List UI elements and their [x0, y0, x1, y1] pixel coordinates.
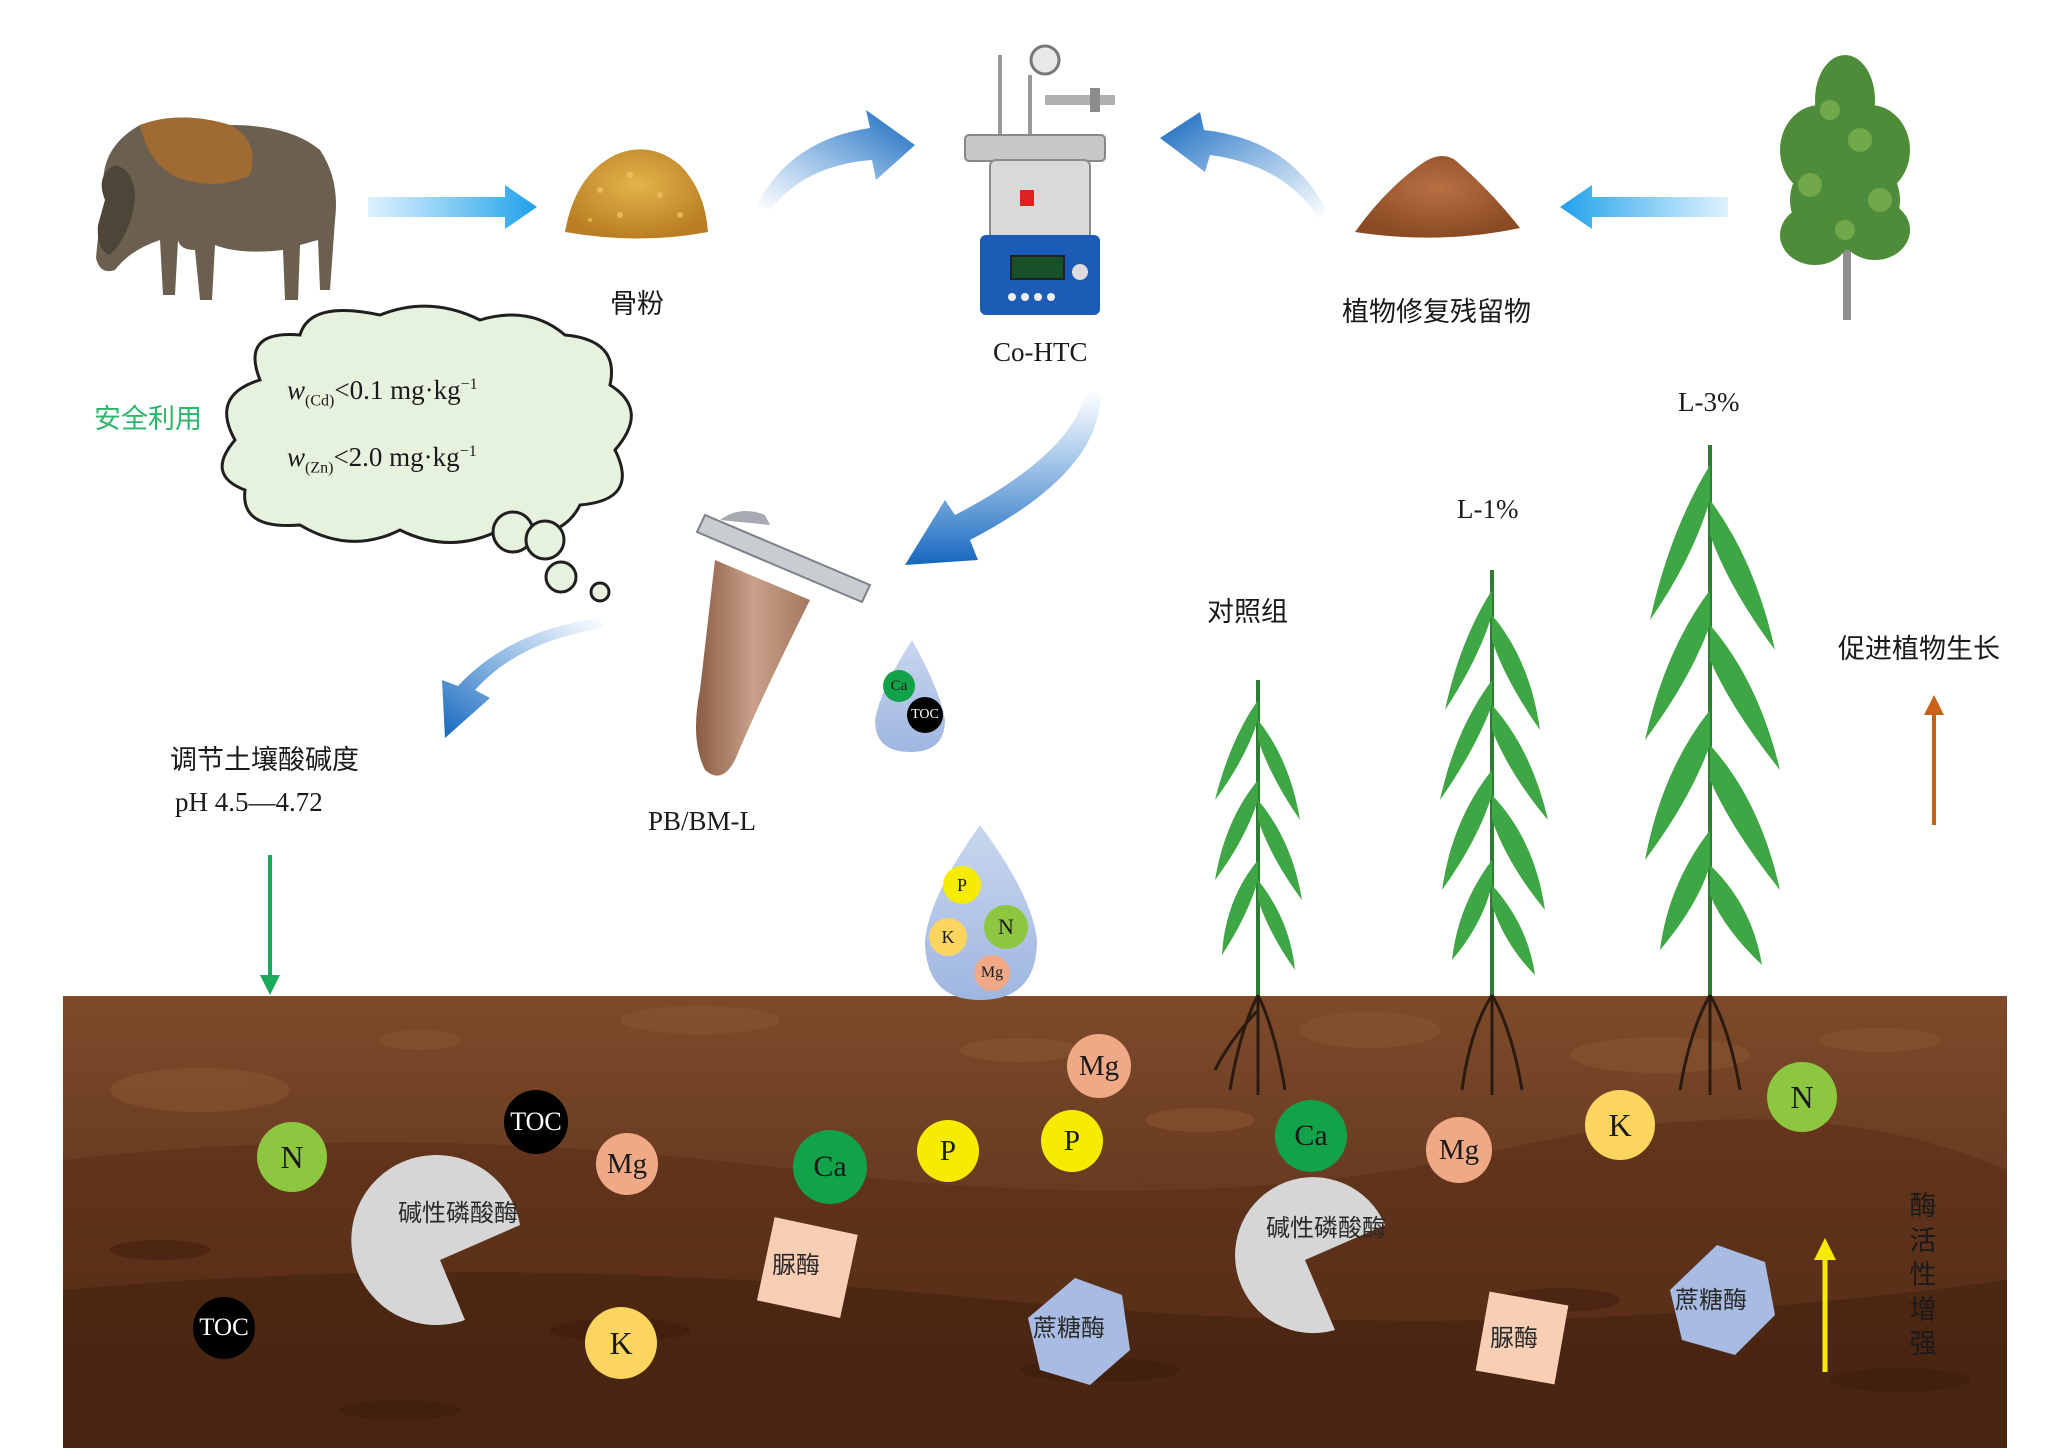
promote-label: 促进植物生长	[1838, 634, 2000, 665]
alkaline-phosphatase-right-label: 碱性磷酸酶	[1266, 1214, 1386, 1242]
ph-range-label: pH 4.5—4.72	[175, 787, 323, 817]
soil-p-circle: P	[1041, 1110, 1103, 1172]
up-arrow-enzyme	[1814, 1238, 1836, 1372]
soil-n-circle: N	[257, 1122, 327, 1192]
drop-p-circle: P	[943, 866, 981, 904]
soil-mg-circle: Mg	[1067, 1034, 1131, 1098]
soil-mg-circle: Mg	[1426, 1117, 1492, 1183]
enzyme-activity-char: 酶	[1909, 1191, 1937, 1222]
plant-control	[1213, 680, 1302, 1095]
urease-right-label: 脲酶	[1490, 1324, 1538, 1352]
arrow-tube-to-ph	[442, 618, 605, 738]
enzyme-sucrase-right	[1670, 1245, 1775, 1355]
plant-l3	[1645, 445, 1780, 1095]
soil-ca-circle: Ca	[793, 1130, 867, 1204]
down-arrow-ph	[260, 855, 280, 995]
enzyme-activity-char: 性	[1909, 1260, 1937, 1292]
cloud-cd-line: w(Cd)<0.1 mg·kg−1	[287, 375, 478, 410]
product-label: PB/BM-L	[648, 806, 757, 836]
soil-k-circle: K	[1585, 1090, 1655, 1160]
cloud-zn-line: w(Zn)<2.0 mg·kg−1	[287, 442, 477, 477]
up-arrow-growth	[1924, 695, 1944, 825]
drop-toc-circle: TOC	[907, 697, 943, 733]
bone-meal-label: 骨粉	[610, 289, 664, 320]
cloud-cd-w: w	[287, 375, 306, 405]
drop-n-circle: N	[984, 905, 1028, 949]
cloud-cd-value: <0.1 mg·kg	[334, 375, 461, 405]
drop-k-circle: K	[929, 918, 967, 956]
enzyme-alkaline-phosphatase-right	[1235, 1177, 1385, 1334]
soil-k-circle: K	[585, 1307, 657, 1379]
cloud-zn-w: w	[287, 442, 306, 472]
urease-left-label: 脲酶	[772, 1251, 820, 1279]
reactor-icon	[964, 44, 1115, 315]
tree-icon	[1780, 55, 1910, 320]
soil-n-circle: N	[1767, 1062, 1837, 1132]
bison-icon	[96, 117, 336, 300]
enzyme-activity-char: 强	[1909, 1329, 1937, 1361]
soil-mg-circle: Mg	[596, 1133, 658, 1195]
alkaline-phosphatase-left-label: 碱性磷酸酶	[398, 1199, 518, 1227]
bone-meal-pile-icon	[565, 149, 708, 239]
arrow-bone-to-reactor	[757, 110, 915, 210]
l1-label: L-1%	[1457, 494, 1519, 524]
drop-ca-circle: Ca	[883, 670, 915, 702]
arrow-residue-to-reactor	[1160, 112, 1325, 220]
centrifuge-tube-icon	[695, 511, 872, 776]
plant-l1	[1440, 570, 1548, 1095]
enzyme-sucrase-left	[1028, 1278, 1130, 1385]
soil-ca-circle: Ca	[1275, 1100, 1347, 1172]
arrow-reactor-to-tube	[905, 390, 1101, 565]
residue-pile-icon	[1355, 156, 1520, 238]
enzyme-urease-right	[1475, 1291, 1569, 1385]
cloud-zn-exp: −1	[459, 443, 477, 460]
ph-adjust-label: 调节土壤酸碱度	[170, 745, 359, 776]
l3-label: L-3%	[1678, 387, 1740, 417]
enzyme-alkaline-phosphatase-left	[351, 1154, 520, 1325]
thought-cloud	[220, 304, 633, 603]
drop-mg-circle: Mg	[974, 955, 1010, 991]
sucrase-left-label: 蔗糖酶	[1033, 1314, 1105, 1342]
cloud-cd-sub: (Cd)	[305, 392, 335, 410]
cloud-zn-sub: (Zn)	[305, 459, 334, 477]
enzyme-activity-char: 活	[1909, 1225, 1937, 1257]
soil-toc-circle: TOC	[193, 1297, 255, 1359]
arrow-bison-to-bone	[368, 185, 537, 229]
cloud-zn-value: <2.0 mg·kg	[333, 442, 460, 472]
safe-use-label: 安全利用	[94, 404, 202, 435]
soil-toc-circle: TOC	[504, 1090, 568, 1154]
co-htc-label: Co-HTC	[993, 337, 1088, 367]
enzyme-activity-label: 酶 活 性 增 强	[1908, 1190, 1938, 1363]
cloud-cd-exp: −1	[460, 376, 478, 393]
arrow-tree-to-residue	[1560, 185, 1728, 229]
sucrase-right-label: 蔗糖酶	[1675, 1286, 1747, 1314]
residue-label: 植物修复残留物	[1342, 297, 1531, 328]
soil-p-circle: P	[917, 1120, 979, 1182]
enzyme-activity-char: 增	[1909, 1294, 1937, 1326]
enzyme-urease-left	[756, 1217, 858, 1319]
control-label: 对照组	[1207, 597, 1288, 628]
